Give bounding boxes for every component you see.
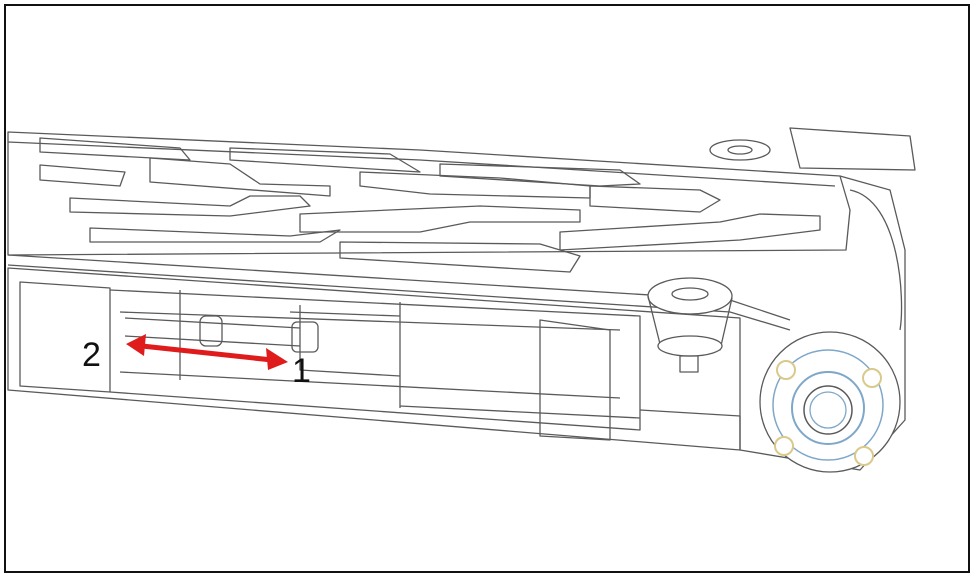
flange-hub	[772, 349, 884, 466]
callout-label-1: 1	[292, 352, 311, 390]
arrow-head-left	[126, 334, 146, 356]
arrow-head-right	[266, 348, 288, 370]
callout-label-2: 2	[82, 336, 101, 374]
conveyor-frame-linework	[7, 127, 916, 473]
tension-arrow	[126, 334, 288, 370]
